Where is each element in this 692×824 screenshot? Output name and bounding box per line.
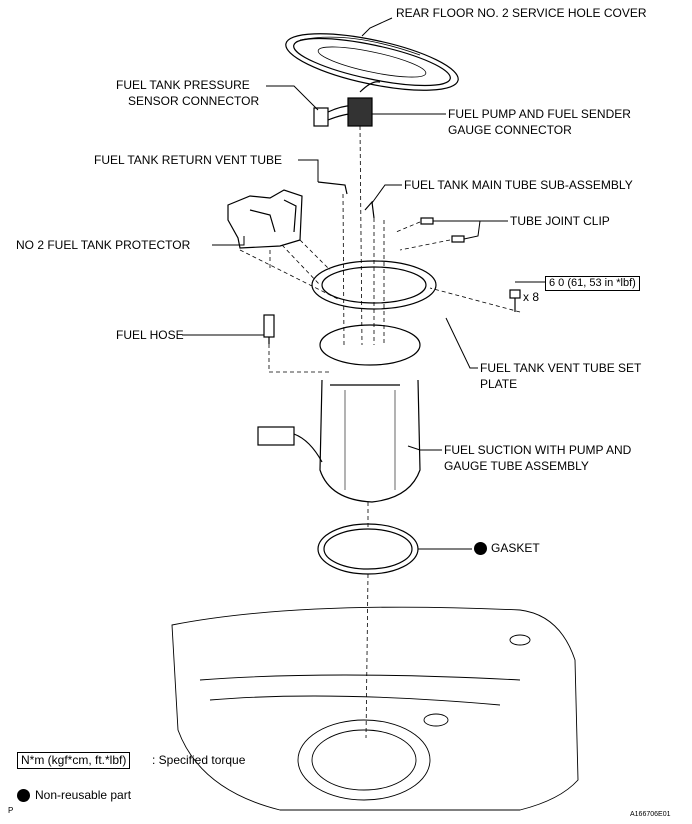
label-vent-tube-set-plate-line2: PLATE — [480, 377, 518, 391]
non-reusable-dot-icon — [474, 542, 487, 555]
label-vent-tube-set-plate-line1: FUEL TANK VENT TUBE SET — [480, 361, 642, 375]
legend-torque-description: : Specified torque — [152, 753, 246, 767]
pump-sender-connector-drawing — [347, 81, 381, 127]
legend-non-reusable-dot-icon — [17, 789, 30, 802]
label-pressure-sensor-connector-line1: FUEL TANK PRESSURE — [116, 78, 250, 92]
legend-non-reusable-text: Non-reusable part — [35, 788, 132, 802]
torque-spec-box: 6 0 (61, 53 in *lbf) — [545, 276, 640, 291]
label-main-tube-sub-assembly: FUEL TANK MAIN TUBE SUB-ASSEMBLY — [404, 178, 633, 192]
service-hole-cover-drawing — [285, 33, 459, 91]
figure-id: A166706E01 — [630, 811, 671, 818]
bolt-quantity: x 8 — [523, 290, 540, 304]
fuel-tank-protector-drawing — [227, 189, 303, 249]
label-fuel-tank-protector: NO 2 FUEL TANK PROTECTOR — [16, 238, 191, 252]
return-vent-tube-drawing — [317, 181, 348, 195]
fuel-hose-drawing — [263, 314, 275, 344]
main-tube-drawing — [364, 200, 375, 219]
bolt-drawing — [509, 289, 521, 312]
label-return-vent-tube: FUEL TANK RETURN VENT TUBE — [94, 153, 283, 167]
footer-left-code: P — [8, 806, 14, 815]
label-tube-joint-clip: TUBE JOINT CLIP — [510, 214, 610, 228]
fuel-suction-assembly-drawing — [257, 324, 421, 503]
tube-joint-clips-drawing — [420, 217, 465, 243]
legend-torque-units-box: N*m (kgf*cm, ft.*lbf) — [17, 752, 131, 769]
label-gasket: GASKET — [491, 541, 540, 555]
label-fuel-hose: FUEL HOSE — [116, 328, 184, 342]
label-pump-sender-connector-line1: FUEL PUMP AND FUEL SENDER — [448, 107, 631, 121]
label-suction-assembly-line1: FUEL SUCTION WITH PUMP AND — [444, 443, 632, 457]
label-pump-sender-connector-line2: GAUGE CONNECTOR — [448, 123, 572, 137]
label-suction-assembly-line2: GAUGE TUBE ASSEMBLY — [444, 459, 589, 473]
label-rear-floor-cover: REAR FLOOR NO. 2 SERVICE HOLE COVER — [396, 6, 647, 20]
gasket-drawing — [317, 523, 419, 575]
label-pressure-sensor-connector-line2: SENSOR CONNECTOR — [128, 94, 260, 108]
floor-panel-drawing — [171, 606, 579, 811]
